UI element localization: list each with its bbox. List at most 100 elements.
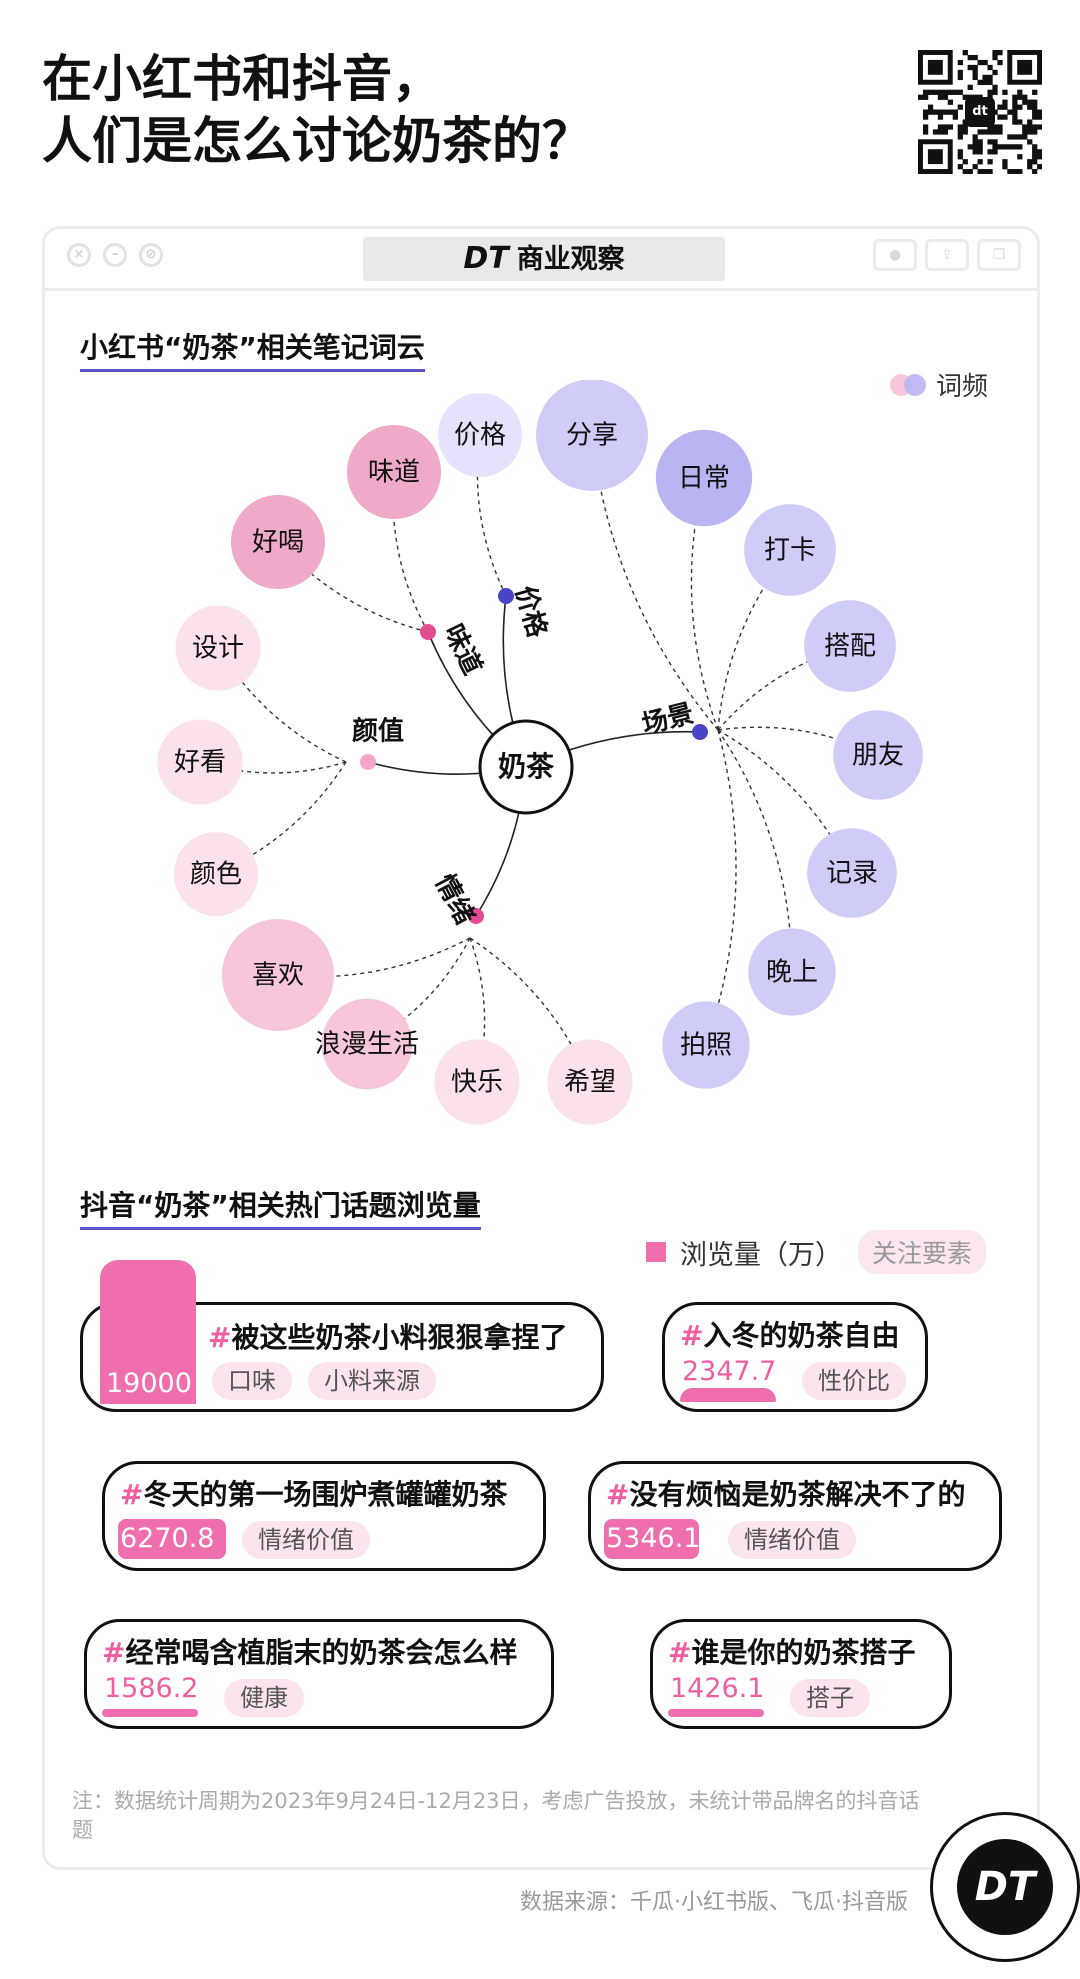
word-circle [157,719,243,805]
word-bubble: 记录 [807,828,897,918]
word-bubble: 好喝 [230,494,326,590]
word-link [717,645,851,731]
close-icon[interactable]: × [67,243,91,267]
topic-title: #被这些奶茶小料狠狠拿捏了 [208,1321,568,1354]
word-label: 价格 [454,421,506,451]
center-label: 奶茶 [498,750,555,783]
dt-badge: DT [930,1812,1080,1962]
word-label: 朋友 [852,741,904,771]
word-bubble: 日常 [655,429,753,527]
data-source: 数据来源：千瓜·小红书版、飞瓜·抖音版 [520,1890,908,1915]
word-link [705,729,737,1046]
word-circle [744,504,836,596]
word-circle [804,600,896,692]
topic-tag: 健康 [224,1679,304,1717]
word-circle [833,710,923,800]
copy-icon[interactable]: ❐ [977,239,1021,271]
title-line-1: 在小红书和抖音， [42,50,442,108]
word-link [717,549,791,731]
branch-label: 价格 [509,582,553,641]
word-label: 喜欢 [252,961,304,991]
legend-swatch [890,373,926,396]
word-bubble: 晚上 [748,928,836,1016]
value-bar [100,1260,196,1404]
branch-情绪: 情绪喜欢浪漫生活快乐希望 [222,766,633,1125]
qr-code[interactable]: dt [918,50,1043,175]
center-node: 奶茶 [478,719,574,815]
branch-label: 味道 [438,619,489,679]
word-label: 好喝 [252,528,304,558]
word-link [277,937,471,978]
word-circle [434,1039,520,1125]
word-circle [321,998,413,1090]
word-bubble: 设计 [175,605,261,691]
value-bar [118,1519,226,1559]
page-title: 在小红书和抖音， 人们是怎么讨论奶茶的？ [42,48,592,172]
minimize-icon[interactable]: – [103,243,127,267]
topic-title: #冬天的第一场围炉煮罐罐奶茶 [120,1478,508,1511]
brand-logo: DT [463,241,509,276]
word-label: 日常 [678,464,730,494]
value-label: 2347.7 [682,1356,777,1387]
word-circle [174,832,258,916]
branch-dot [468,908,484,924]
word-circle [346,424,442,520]
topic-tag: 情绪价值 [728,1521,856,1559]
wordcloud-title: 小红书“奶茶”相关笔记词云 [80,326,425,372]
maximize-icon[interactable]: ⊘ [139,243,163,267]
wordcloud-chart: 味道味道好喝价格价格场景分享日常打卡搭配朋友记录晚上拍照颜值设计好看颜色情绪喜欢… [157,380,923,1125]
word-link [717,729,793,973]
value-bar [604,1519,700,1559]
word-label: 希望 [564,1068,616,1098]
word-bubble: 价格 [438,393,522,477]
topic-tag: 搭子 [790,1679,870,1717]
topic-tag: 口味 [212,1362,292,1400]
word-bubble: 浪漫生活 [315,998,419,1090]
center-circle [478,719,574,815]
record-icon[interactable]: ● [873,239,917,271]
legend-label: 词频 [936,372,989,402]
branch-dot [692,724,708,740]
dt-logo: DT [957,1839,1053,1935]
value-label: 1426.1 [670,1673,765,1704]
word-label: 打卡 [764,536,816,566]
branch-dot [420,624,436,640]
value-bar [102,1709,198,1717]
share-icon[interactable]: ⇪ [925,239,969,271]
word-bubble: 喜欢 [222,919,334,1031]
word-circle [662,1001,750,1089]
word-bubble: 颜色 [174,832,258,916]
value-bar [680,1388,776,1402]
word-label: 记录 [826,859,878,889]
topic-title: #经常喝含植脂末的奶茶会怎么样 [102,1636,518,1669]
topic-tag: 性价比 [802,1362,906,1400]
word-bubble: 好看 [157,719,243,805]
word-circle [230,494,326,590]
word-label: 好看 [174,748,226,778]
topics-legend: 浏览量（万） 关注要素 [646,1230,987,1274]
value-label: 19000 [106,1368,192,1399]
word-bubble: 味道 [346,424,442,520]
word-circle [748,928,836,1016]
word-circle [536,380,648,491]
word-circle [438,393,522,477]
value-label: 5346.1 [606,1523,701,1554]
topics-title: 抖音“奶茶”相关热门话题浏览量 [80,1184,481,1230]
word-circle [222,919,334,1031]
branch-dot [360,754,376,770]
word-label: 味道 [368,458,420,488]
legend-square [646,1242,666,1262]
word-label: 拍照 [680,1031,732,1061]
word-label: 设计 [192,634,244,664]
value-bar [668,1709,764,1717]
word-link [717,729,853,874]
value-label: 6270.8 [120,1523,215,1554]
branch-label: 颜值 [352,717,404,747]
word-link [366,937,471,1045]
topic-tag: 小料来源 [308,1362,436,1400]
